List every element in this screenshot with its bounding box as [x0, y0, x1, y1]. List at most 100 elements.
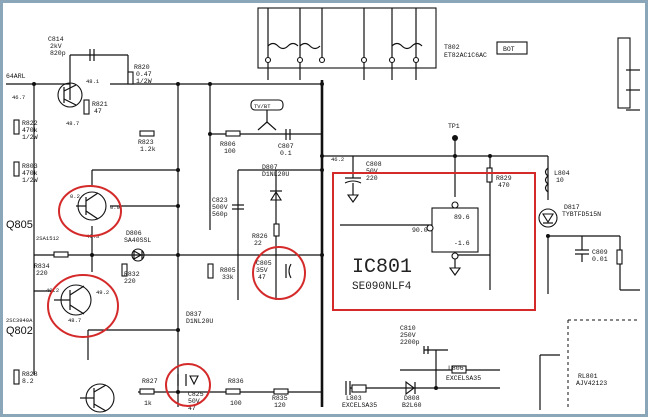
- l804-value1: 10: [556, 177, 564, 184]
- q802-collector-voltage: 49.2: [96, 289, 109, 296]
- l806-ref: L806: [448, 365, 464, 372]
- resistor-r836: [225, 388, 241, 395]
- c825-highlight-circle: [165, 363, 211, 407]
- tp1-label: TP1: [448, 123, 460, 130]
- resistor-r828: [13, 369, 20, 385]
- top-left-label: 64ARL: [6, 73, 26, 80]
- transistor-q805: [76, 191, 107, 221]
- d806-value1: SA40SSL: [124, 237, 151, 244]
- c814-value1: 2kV: [50, 43, 62, 50]
- resistor-r829: [486, 167, 493, 183]
- c809-value1: 0.01: [592, 256, 608, 263]
- q802-emitter-voltage: 48.7: [68, 317, 81, 324]
- d837-ref: D837: [186, 311, 202, 318]
- d808-value1: B2L60: [402, 402, 422, 409]
- capacitor-c808: [344, 156, 362, 203]
- r821-value1: 47: [94, 108, 102, 115]
- rl801-value1: AJV42123: [576, 380, 607, 387]
- transistor-q802: [54, 284, 92, 316]
- r803-value1: 470k: [22, 170, 38, 177]
- r823-ref: R823: [138, 139, 154, 146]
- c810-ref: C810: [400, 325, 416, 332]
- r822-value1: 470k: [22, 127, 38, 134]
- rl801-ref: RL801: [578, 373, 598, 380]
- r821-ref: R821: [92, 101, 108, 108]
- r829-value1: 470: [498, 182, 510, 189]
- r805-value1: 33k: [222, 274, 234, 281]
- q805-ref: Q805: [6, 219, 33, 231]
- r835-value1: 120: [274, 402, 286, 409]
- c805-ref: C805: [256, 260, 272, 267]
- c808-ref: C808: [366, 161, 382, 168]
- transformer-ref: T802: [444, 44, 460, 51]
- inductor-l803: [351, 384, 367, 393]
- resistor-r803: [13, 161, 20, 177]
- c810-value1: 250V: [400, 332, 416, 339]
- q805-base-voltage: 0.2: [70, 193, 80, 200]
- q802-highlight-circle: [47, 274, 119, 338]
- c810-value2: 2200p: [400, 339, 420, 346]
- ic801-symbol: [426, 201, 479, 276]
- c825-value1: 50V: [188, 398, 200, 405]
- ic801-out-voltage: 89.6: [454, 214, 470, 221]
- c805-highlight-circle: [252, 246, 306, 300]
- r829-ref: R829: [496, 175, 512, 182]
- misc-voltage: 46.7: [12, 94, 25, 101]
- transistor-q804: [57, 82, 83, 108]
- r820-value2: 1/2W: [136, 78, 152, 85]
- r836-ref: R836: [228, 378, 244, 385]
- c807-value1: 0.1: [280, 150, 292, 157]
- d807-ref: D807: [262, 164, 278, 171]
- transformer-t802: [257, 7, 437, 80]
- c808-value2: 220: [366, 175, 378, 182]
- r806-ref: R806: [220, 141, 236, 148]
- resistor-r822: [13, 119, 20, 135]
- resistor-r805: [207, 263, 214, 279]
- d817-value1: TYBTFD515N: [562, 211, 601, 218]
- c805-value1: 35V: [256, 267, 268, 274]
- q805-part: 2SA1512: [36, 235, 59, 242]
- capacitor-c823: [232, 204, 244, 210]
- tp-dc-voltage: 46.2: [331, 156, 344, 163]
- r834-value1: 220: [36, 270, 48, 277]
- d806-ref: D806: [126, 230, 142, 237]
- r803-value2: 1/2W: [22, 177, 38, 184]
- q805-collector-voltage: 0.0: [110, 204, 120, 211]
- r827-ref: R827: [142, 378, 158, 385]
- r820-value1: 0.47: [136, 71, 152, 78]
- ic801-gnd-voltage: -1.6: [454, 240, 470, 247]
- q802-ref: Q802: [6, 325, 33, 337]
- l804-ref: L804: [554, 170, 570, 177]
- r820-ref: R820: [134, 64, 150, 71]
- capacitor-c807: [285, 129, 291, 140]
- c807-ref: C807: [278, 143, 294, 150]
- r803-ref: R803: [22, 163, 38, 170]
- capacitor-c825: [177, 374, 199, 386]
- r832-ref: R832: [124, 271, 140, 278]
- r826-ref: R826: [252, 233, 268, 240]
- resistor-r806: [225, 130, 241, 137]
- resistor-r823: [139, 130, 155, 137]
- r826-value1: 22: [254, 240, 262, 247]
- inductor-l804: [544, 167, 549, 193]
- capacitor-c805: [285, 263, 292, 279]
- bot-box-label: BOT: [503, 46, 515, 53]
- c814-ref: C814: [48, 36, 64, 43]
- r828-ref: R828: [22, 371, 38, 378]
- resistor-r820: [127, 71, 134, 85]
- c823-ref: C823: [212, 197, 228, 204]
- q802-part: 2SC3940A: [6, 317, 33, 324]
- q804-base-voltage: 48.1: [86, 78, 100, 85]
- r822-value2: 1/2W: [22, 134, 38, 141]
- resistor-r821: [83, 99, 90, 115]
- test-point-tv-bt-label: TV/BT: [254, 103, 271, 110]
- diode-d807: [270, 190, 282, 201]
- d807-value1: D1NL20U: [262, 171, 289, 178]
- c814-value2: 820p: [50, 50, 66, 57]
- test-point-tv-bt: [250, 99, 284, 131]
- r806-value1: 100: [224, 148, 236, 155]
- transistor-bottom-left: [80, 383, 115, 413]
- capacitor-c809: [575, 236, 589, 262]
- c825-value2: 47: [188, 405, 196, 412]
